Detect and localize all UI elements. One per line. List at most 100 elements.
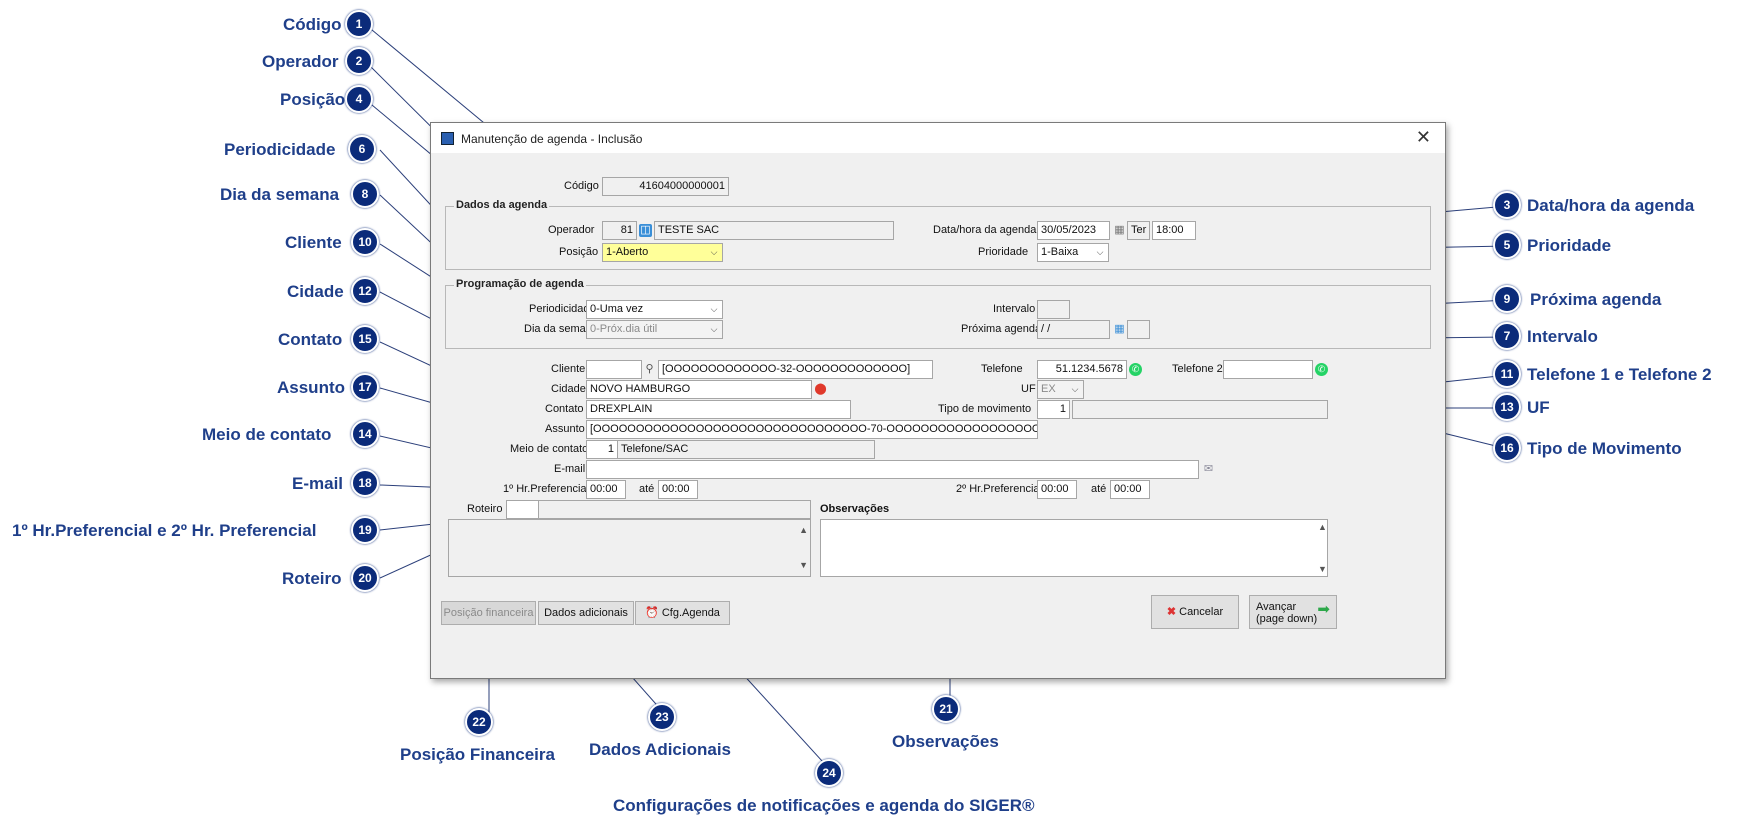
- meio-contato-label: Meio de contato: [510, 443, 589, 455]
- assunto-field[interactable]: [OOOOOOOOOOOOOOOOOOOOOOOOOOOOOOOO-70-OOO…: [586, 420, 1038, 439]
- tipo-movimento-desc-field: [1072, 400, 1328, 419]
- prioridade-label: Prioridade: [978, 246, 1029, 258]
- envelope-icon[interactable]: ✉: [1203, 463, 1214, 475]
- roteiro-label: Roteiro: [467, 503, 503, 515]
- posicao-select[interactable]: 1-Aberto ⌵: [602, 243, 723, 262]
- close-icon[interactable]: ✕: [1415, 127, 1431, 147]
- annotation-label: Intervalo: [1527, 327, 1598, 346]
- cliente-label: Cliente: [551, 363, 586, 375]
- annotation-label: Roteiro: [282, 569, 342, 588]
- scroll-up-icon[interactable]: ▲: [799, 525, 808, 535]
- chevron-down-icon: ⌵: [1071, 384, 1079, 394]
- scroll-down-icon[interactable]: ▼: [1318, 564, 1327, 574]
- annotation-badge: 13: [1493, 393, 1521, 421]
- annotation-label: UF: [1527, 398, 1550, 417]
- annotation-badge: 23: [648, 703, 676, 731]
- meio-contato-code-field[interactable]: 1: [586, 440, 618, 459]
- dados-adicionais-button[interactable]: Dados adicionais: [538, 601, 634, 625]
- roteiro-code-field[interactable]: [506, 500, 539, 519]
- intervalo-field[interactable]: [1037, 300, 1070, 319]
- telefone2-field[interactable]: [1223, 360, 1313, 379]
- programacao-title: Programação de agenda: [454, 278, 586, 290]
- annotation-label: Código: [283, 15, 342, 34]
- telefone2-label: Telefone 2: [1172, 363, 1223, 375]
- annotation-badge: 2: [345, 47, 373, 75]
- posicao-value: 1-Aberto: [606, 246, 649, 258]
- annotation-badge: 24: [815, 759, 843, 787]
- annotation-label: Observações: [892, 732, 999, 751]
- dia-semana-label: Dia da semana: [524, 323, 598, 335]
- dia-semana-value: 0-Próx.dia útil: [590, 323, 658, 335]
- annotation-label: Cidade: [287, 282, 344, 301]
- annotation-label: Prioridade: [1527, 236, 1612, 255]
- avancar-label: Avançar: [1256, 601, 1297, 613]
- annotation-badge: 4: [345, 85, 373, 113]
- annotation-badge: 7: [1493, 322, 1521, 350]
- annotation-label: Operador: [262, 52, 339, 71]
- lookup-icon[interactable]: ◫: [639, 224, 652, 237]
- annotation-label: Posição Financeira: [400, 745, 555, 764]
- dia-semana-select[interactable]: 0-Próx.dia útil ⌵: [586, 320, 723, 339]
- avancar-button[interactable]: Avançar (page down) ➡: [1249, 595, 1337, 629]
- annotation-badge: 18: [351, 469, 379, 497]
- operador-name-field: TESTE SAC: [654, 221, 894, 240]
- annotation-badge: 1: [345, 10, 373, 38]
- cfg-agenda-button[interactable]: ⏰ Cfg.Agenda: [635, 601, 730, 625]
- observacoes-textarea[interactable]: [820, 519, 1328, 577]
- annotation-label: Meio de contato: [202, 425, 332, 444]
- whatsapp-icon[interactable]: ✆: [1315, 363, 1328, 376]
- calendar-icon[interactable]: ▦: [1114, 224, 1125, 236]
- dados-agenda-title: Dados da agenda: [454, 199, 550, 211]
- cfg-agenda-label: Cfg.Agenda: [661, 607, 720, 619]
- annotation-badge: 12: [351, 277, 379, 305]
- chevron-down-icon: ⌵: [710, 247, 718, 257]
- codigo-label: Código: [564, 180, 599, 192]
- assunto-label: Assunto: [545, 423, 585, 435]
- h2-from-field[interactable]: 00:00: [1037, 480, 1077, 499]
- proxima-field[interactable]: / /: [1037, 320, 1110, 339]
- dia-field: Ter: [1127, 221, 1150, 240]
- tipo-movimento-code-field[interactable]: 1: [1037, 400, 1070, 419]
- search-icon[interactable]: ⚲: [645, 363, 654, 375]
- uf-select[interactable]: EX ⌵: [1037, 380, 1084, 399]
- whatsapp-icon[interactable]: ✆: [1129, 363, 1142, 376]
- roteiro-textarea[interactable]: ▲ ▼: [448, 519, 811, 577]
- proxima-label: Próxima agenda: [961, 323, 1042, 335]
- annotation-label: Posição: [280, 90, 346, 109]
- avancar-sub-label: (page down): [1256, 613, 1318, 625]
- scroll-down-icon[interactable]: ▼: [799, 560, 808, 570]
- cliente-code-field[interactable]: [586, 360, 642, 379]
- operador-code-field[interactable]: 81: [602, 221, 637, 240]
- cidade-field[interactable]: NOVO HAMBURGO: [586, 380, 812, 399]
- cliente-name-field[interactable]: [OOOOOOOOOOOOO-32-OOOOOOOOOOOOO]: [658, 360, 933, 379]
- h2-label: 2º Hr.Preferencial: [956, 483, 1042, 495]
- map-pin-icon[interactable]: ⬤: [814, 383, 827, 395]
- h2-to-field[interactable]: 00:00: [1110, 480, 1150, 499]
- email-field[interactable]: [586, 460, 1199, 479]
- annotation-label: Contato: [278, 330, 343, 349]
- h1-from-field[interactable]: 00:00: [586, 480, 626, 499]
- proxima-extra-field: [1127, 320, 1150, 339]
- data-field[interactable]: 30/05/2023: [1037, 221, 1110, 240]
- title-bar: Manutenção de agenda - Inclusão ✕: [431, 123, 1445, 153]
- chevron-down-icon: ⌵: [1096, 247, 1104, 257]
- cancelar-button[interactable]: ✖ Cancelar: [1151, 595, 1239, 629]
- annotation-badge: 19: [351, 516, 379, 544]
- periodicidade-select[interactable]: 0-Uma vez ⌵: [586, 300, 723, 319]
- annotation-label: Telefone 1 e Telefone 2: [1527, 365, 1712, 384]
- scroll-up-icon[interactable]: ▲: [1318, 522, 1327, 532]
- calendar-icon[interactable]: ▦: [1114, 323, 1125, 335]
- telefone-field[interactable]: 51.1234.5678: [1037, 360, 1127, 379]
- email-label: E-mail: [554, 463, 586, 475]
- hora-field[interactable]: 18:00: [1152, 221, 1196, 240]
- prioridade-select[interactable]: 1-Baixa ⌵: [1037, 243, 1109, 262]
- posicao-financeira-button[interactable]: Posição financeira: [441, 601, 536, 625]
- annotation-badge: 16: [1493, 434, 1521, 462]
- ate-label: até: [639, 483, 655, 495]
- posicao-label: Posição: [559, 246, 599, 258]
- annotation-label: E-mail: [292, 474, 344, 493]
- contato-field[interactable]: DREXPLAIN: [586, 400, 851, 419]
- uf-value: EX: [1041, 383, 1056, 395]
- annotation-label: Tipo de Movimento: [1527, 439, 1682, 458]
- h1-to-field[interactable]: 00:00: [658, 480, 698, 499]
